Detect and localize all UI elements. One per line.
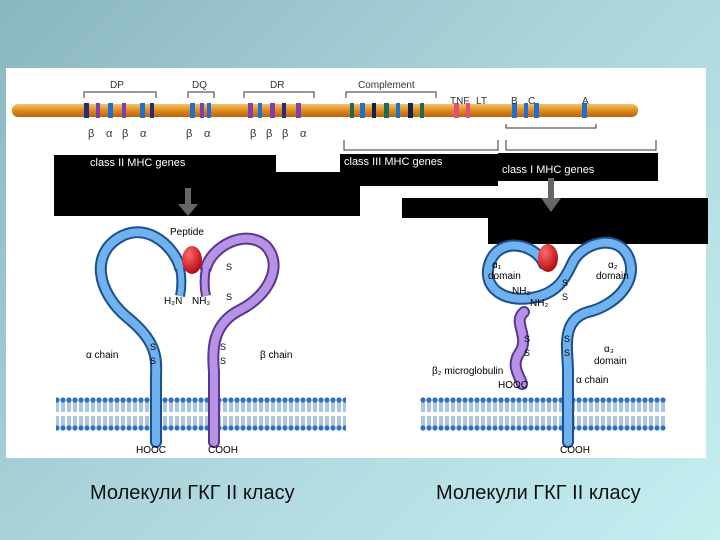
region-lt: LT xyxy=(476,96,487,107)
class1-a1-domain-label: domain xyxy=(488,271,521,282)
dr-chain-3: β xyxy=(282,128,288,140)
class1-genes-label: class I MHC genes xyxy=(502,164,595,176)
class1-nh2-b-label: NH₂ xyxy=(530,298,548,309)
dp-chain-2: α xyxy=(106,128,113,140)
class1-a1-label: α₁ xyxy=(492,260,502,271)
class2-h2n-label: H₂N xyxy=(164,296,182,307)
class2-alpha-chain-label: α chain xyxy=(86,350,118,361)
class1-peptide-label: Peptide xyxy=(528,228,562,239)
dp-chain-1: β xyxy=(88,128,94,140)
caption-right: Молекули ГКГ II класу xyxy=(436,482,641,504)
class1-nh2-a-label: NH₂ xyxy=(512,286,530,297)
dr-chain-2: β xyxy=(266,128,272,140)
class1-label-bar-extra xyxy=(488,198,708,244)
class2-beta-chain xyxy=(200,232,280,448)
arrows xyxy=(178,178,561,216)
class1-label-bar xyxy=(498,153,658,181)
caption-left: Молекули ГКГ II класу xyxy=(90,482,295,504)
class1-s-1: S xyxy=(562,278,568,288)
region-tnf: TNF xyxy=(450,96,469,107)
class2-label-bar-lower xyxy=(54,172,360,216)
class2-genes-label: class II MHC genes xyxy=(90,157,186,169)
membrane-right xyxy=(420,396,666,432)
region-brackets xyxy=(83,91,597,151)
class1-s-6: S xyxy=(564,348,570,358)
membrane-left xyxy=(56,396,346,432)
class1-s-4: S xyxy=(524,348,530,358)
region-dr: DR xyxy=(270,80,284,91)
class2-peptide xyxy=(182,246,202,274)
chromosome-map: DP DQ DR Complement TNF LT B C A β α β α… xyxy=(12,80,657,151)
class2-cooh-label: COOH xyxy=(208,445,238,456)
chromosome-bar xyxy=(12,104,638,117)
class1-hooc-label: HOOC xyxy=(498,380,528,391)
class1-a3-label: α₃ xyxy=(604,344,614,355)
class2-alpha-chain-inner xyxy=(175,267,187,297)
class2-hooc-label: HOOC xyxy=(136,445,166,456)
class2-beta-chain-label: β chain xyxy=(260,350,292,361)
region-dp: DP xyxy=(110,80,124,91)
region-c: C xyxy=(528,96,535,107)
class2-s-beta-4: S xyxy=(220,356,226,366)
class1-a2-domain-label: domain xyxy=(596,271,629,282)
class1-s-2: S xyxy=(562,292,568,302)
gene-bands xyxy=(84,103,587,118)
figure-frame xyxy=(6,68,706,458)
region-a: A xyxy=(582,96,589,107)
class1-cooh-label: COOH xyxy=(560,445,590,456)
class2-s-alpha-1: S xyxy=(150,342,156,352)
dq-chain-2: α xyxy=(204,128,211,140)
region-b: B xyxy=(511,96,518,107)
region-dq: DQ xyxy=(192,80,207,91)
region-complement: Complement xyxy=(358,80,415,91)
class3-label-bar xyxy=(340,154,498,186)
class2-s-beta-3: S xyxy=(220,342,226,352)
class1-a3-domain-label: domain xyxy=(594,356,627,367)
class2-label-bar xyxy=(54,155,276,175)
class1-b2m-label: β₂ microglobulin xyxy=(432,366,503,377)
class1-peptide xyxy=(538,244,558,272)
dq-chain-1: β xyxy=(186,128,192,140)
class1-s-5: S xyxy=(564,334,570,344)
dp-chain-4: α xyxy=(140,128,147,140)
arrow-class1 xyxy=(541,178,561,212)
arrow-class2 xyxy=(178,188,198,216)
class1-alpha-chain xyxy=(482,236,637,448)
dp-chain-3: β xyxy=(122,128,128,140)
class1-alpha-chain-label: α chain xyxy=(576,375,608,386)
dr-chain-1: β xyxy=(250,128,256,140)
class2-alpha-chain xyxy=(94,226,186,448)
class3-genes-label: class III MHC genes xyxy=(344,156,443,168)
class2-s-beta-2: S xyxy=(226,292,232,302)
class2-beta-chain-inner xyxy=(199,267,211,297)
class1-a2-label: α₂ xyxy=(608,260,618,271)
class1-b2m-chain xyxy=(509,306,530,390)
class2-s-alpha-2: S xyxy=(150,356,156,366)
dr-chain-4: α xyxy=(300,128,307,140)
class2-s-beta-1: S xyxy=(226,262,232,272)
class2-nh2-label: NH₂ xyxy=(192,296,210,307)
class2-peptide-label: Peptide xyxy=(170,227,204,238)
class1-s-3: S xyxy=(524,334,530,344)
